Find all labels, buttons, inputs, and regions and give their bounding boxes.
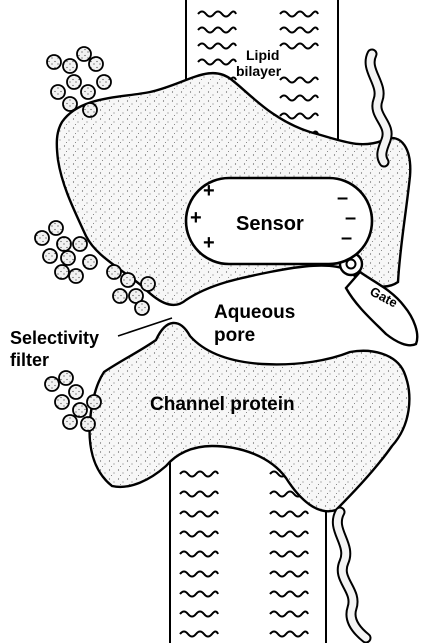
negative-charge-3: – — [341, 227, 352, 249]
label-pore: pore — [214, 325, 255, 346]
lipid-tail — [270, 572, 308, 577]
lipid-tail — [180, 492, 218, 497]
lipid-tail — [270, 612, 308, 617]
lipid-tail — [280, 96, 318, 101]
lipid-tail — [198, 12, 236, 17]
negative-charge-2: – — [345, 207, 356, 229]
label-channel-protein: Channel protein — [150, 394, 295, 415]
lipid-tail — [270, 592, 308, 597]
channel-protein-lower — [90, 323, 410, 511]
lipid-tail — [270, 512, 308, 517]
label-lipid: Lipid — [246, 47, 279, 63]
lipid-tail — [180, 632, 218, 637]
lipid-tail — [180, 552, 218, 557]
label-aqueous: Aqueous — [214, 302, 295, 323]
positive-charge-3: + — [203, 232, 215, 254]
lipid-tail — [198, 60, 236, 65]
lipid-tail — [280, 44, 318, 49]
lipid-tail — [180, 512, 218, 517]
lipid-tail — [180, 592, 218, 597]
lipid-tail — [180, 532, 218, 537]
label-sensor: Sensor — [236, 213, 304, 235]
lipid-tail — [270, 532, 308, 537]
label-selectivity: Selectivity — [10, 328, 99, 348]
label-bilayer: bilayer — [236, 63, 282, 79]
lipid-tail — [280, 114, 318, 119]
positive-charge-2: + — [190, 207, 202, 229]
lipid-tail — [180, 572, 218, 577]
lipid-tail — [180, 612, 218, 617]
lipid-tail — [280, 12, 318, 17]
lipid-tail — [198, 28, 236, 33]
lipid-tail — [180, 472, 218, 477]
lipid-tail — [198, 44, 236, 49]
sugar-chain-bottom-left — [45, 371, 101, 431]
lipid-tail — [280, 28, 318, 33]
lipid-tail — [270, 552, 308, 557]
positive-charge-1: + — [203, 180, 215, 202]
negative-charge-1: – — [337, 187, 348, 209]
lipid-tail — [280, 78, 318, 83]
lipid-tail — [270, 632, 308, 637]
label-filter: filter — [10, 350, 49, 370]
